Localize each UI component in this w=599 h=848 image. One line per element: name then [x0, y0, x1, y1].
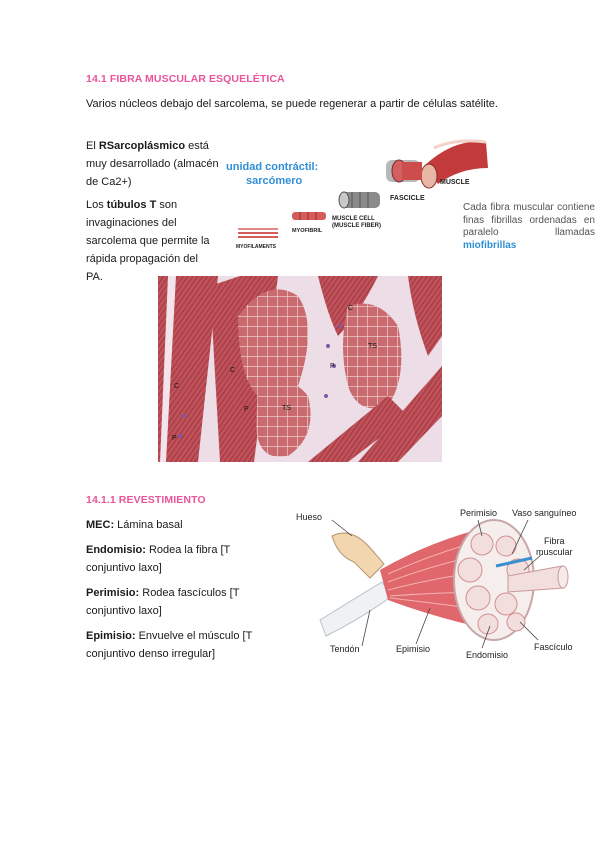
histology-label: TS [368, 343, 377, 350]
histology-label: C [230, 367, 235, 374]
hierarchy-title-2: sarcómero [246, 175, 303, 187]
histology-label: P [172, 435, 177, 442]
histology-image: C TS C P P TS C P [158, 276, 442, 462]
label-fascicle: FASCICLE [390, 195, 425, 202]
subsection-heading: 14.1.1 REVESTIMIENTO [86, 494, 206, 506]
coating-item-mec: MEC: Lámina basal [86, 519, 183, 531]
label-endomisio: Endomisio [466, 650, 508, 660]
muscle-anatomy-figure: Hueso Perimisio Vaso sanguíneo Fibra mus… [296, 508, 576, 660]
rs-paragraph: El RSarcoplásmico está muy desarrollado … [86, 140, 219, 188]
histology-label: TS [282, 405, 291, 412]
vessel-shape [495, 556, 533, 568]
histology-label: C [348, 305, 353, 312]
label-muscle: MUSCLE [440, 179, 470, 186]
label-perimisio: Perimisio [460, 508, 497, 518]
section-heading: 14.1 FIBRA MUSCULAR ESQUELÉTICA [86, 73, 285, 85]
myofibril-note: Cada fibra muscular contiene finas fibri… [463, 202, 595, 251]
t-tubules-paragraph: Los túbulos T son invaginaciones del sar… [86, 199, 210, 283]
bone-shape [331, 532, 385, 579]
label-muscle-cell: MUSCLE CELL [332, 216, 375, 222]
coating-item-endomisio: Endomisio: Rodea la fibra [T conjuntivo … [86, 544, 231, 574]
histology-label: P [244, 406, 249, 413]
label-myofibril: MYOFIBRIL [292, 228, 323, 234]
coating-item-perimisio: Perimisio: Rodea fascículos [T conjuntiv… [86, 587, 240, 617]
muscle-hierarchy-figure: unidad contráctil: sarcómero MUSCLE FASC… [226, 139, 488, 250]
tendon-shape [319, 581, 393, 637]
label-fibra-1: Fibra [544, 536, 565, 546]
label-myofilaments: MYOFILAMENTS [236, 244, 277, 250]
myofilaments-shape [238, 228, 278, 238]
intro-paragraph: Varios núcleos debajo del sarcolema, se … [86, 98, 498, 110]
hierarchy-title-1: unidad contráctil: [226, 161, 318, 173]
label-vaso: Vaso sanguíneo [512, 508, 576, 518]
label-epimisio: Epimisio [396, 644, 430, 654]
label-muscle-fiber: (MUSCLE FIBER) [332, 223, 381, 229]
label-fasciculo: Fascículo [534, 642, 573, 652]
label-tendon: Tendón [330, 644, 360, 654]
label-fibra-2: muscular [536, 547, 573, 557]
histology-label: C [174, 383, 179, 390]
muscle-shape [424, 141, 488, 184]
label-hueso: Hueso [296, 512, 322, 522]
coating-item-epimisio: Epimisio: Envuelve el músculo [T conjunt… [86, 630, 253, 660]
histology-label: P [330, 363, 335, 370]
myofibril-shape [292, 212, 326, 220]
